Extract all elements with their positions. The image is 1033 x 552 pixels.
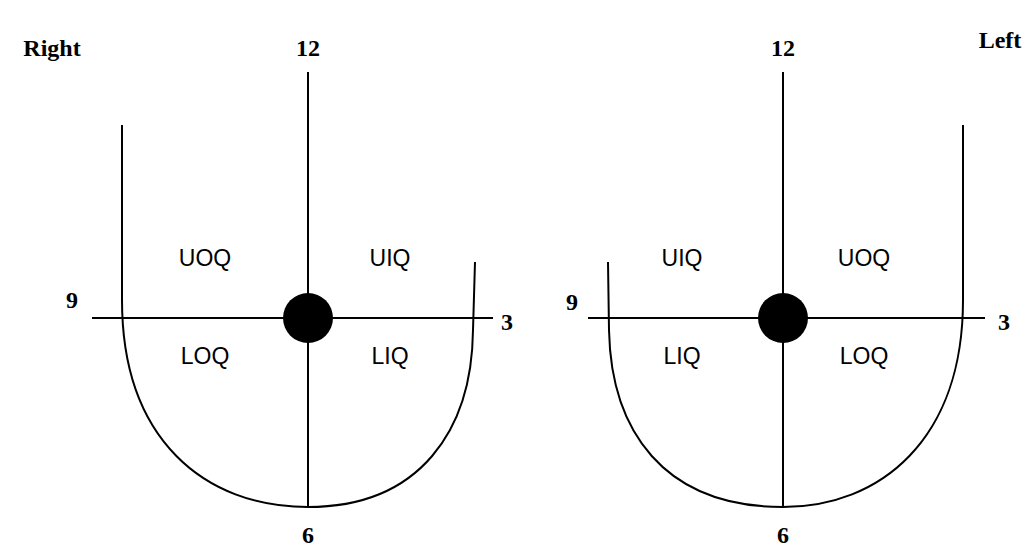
quadrant-label: LOQ bbox=[840, 345, 889, 368]
clock-number: 3 bbox=[998, 310, 1010, 334]
quadrant-label: UOQ bbox=[838, 247, 890, 270]
quadrant-label: LIQ bbox=[663, 345, 700, 368]
vertical-axis bbox=[782, 72, 784, 507]
quadrant-label: LIQ bbox=[371, 345, 408, 368]
quadrant-label: UIQ bbox=[370, 247, 411, 270]
clock-number: 6 bbox=[302, 523, 314, 547]
vertical-axis bbox=[307, 72, 309, 507]
clock-number: 9 bbox=[566, 290, 578, 314]
quadrant-label: UOQ bbox=[179, 247, 231, 270]
side-label: Right bbox=[23, 36, 80, 60]
right-breast-outline bbox=[122, 125, 475, 507]
clock-number: 12 bbox=[296, 36, 320, 60]
clock-number: 6 bbox=[777, 523, 789, 547]
nipple-dot bbox=[758, 293, 808, 343]
left-breast-outline bbox=[608, 125, 963, 507]
clock-number: 3 bbox=[501, 310, 513, 334]
quadrant-label: UIQ bbox=[662, 247, 703, 270]
nipple-dot bbox=[283, 293, 333, 343]
quadrant-label: LOQ bbox=[181, 345, 230, 368]
side-label: Left bbox=[979, 28, 1022, 52]
clock-number: 12 bbox=[771, 36, 795, 60]
clock-number: 9 bbox=[66, 288, 78, 312]
